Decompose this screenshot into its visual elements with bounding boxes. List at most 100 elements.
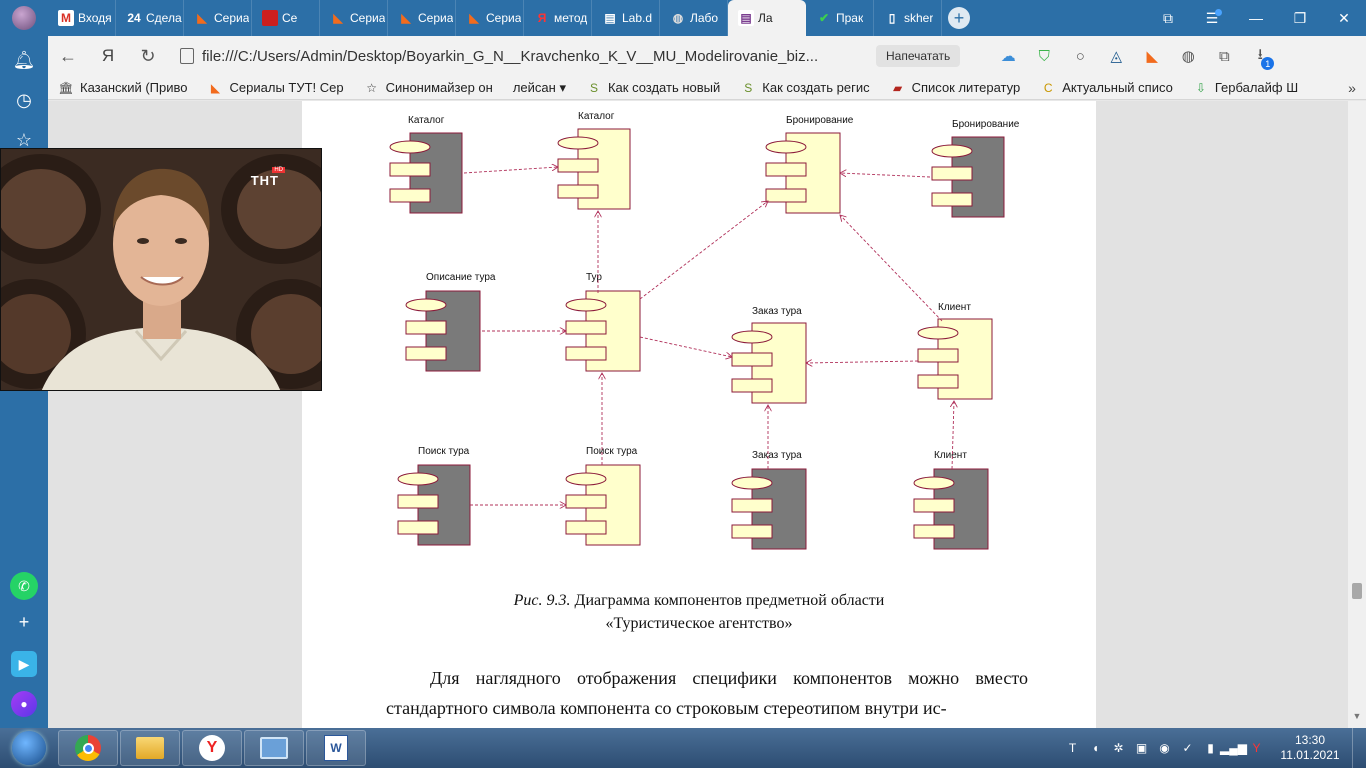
picture-in-picture-video[interactable]: ТНТ HD bbox=[0, 148, 322, 391]
component-node: Клиент bbox=[917, 302, 993, 400]
bookmark-item[interactable]: 🏛Казанский (Приво bbox=[48, 80, 198, 96]
bookmark-item[interactable]: лейсан ▾ bbox=[503, 80, 576, 96]
profile-button[interactable] bbox=[0, 0, 48, 36]
component-port bbox=[557, 184, 599, 199]
component-stereotype-ellipse bbox=[565, 472, 607, 486]
print-button[interactable]: Напечатать bbox=[876, 45, 961, 67]
notifications-button[interactable]: 🔔︎ bbox=[0, 40, 48, 80]
close-button[interactable]: ✕ bbox=[1322, 0, 1366, 36]
tray-volume[interactable]: ◖ bbox=[1084, 741, 1107, 755]
browser-tab[interactable]: ◣Сериа bbox=[456, 0, 524, 36]
tray-teams[interactable]: T bbox=[1061, 741, 1084, 755]
component-port bbox=[931, 166, 973, 181]
taskbar-yandex[interactable]: Y bbox=[182, 730, 242, 766]
tab-manager-button[interactable]: ⧉ bbox=[1146, 0, 1190, 36]
extension-vpn[interactable]: ◬ bbox=[1098, 38, 1134, 74]
component-node: Поиск тура bbox=[565, 446, 641, 546]
favorites-button[interactable]: ☆ bbox=[0, 120, 48, 160]
browser-tab[interactable]: ◍Лабо bbox=[660, 0, 728, 36]
alice-button[interactable]: ● bbox=[0, 684, 48, 724]
reload-button[interactable]: ↻ bbox=[128, 36, 168, 76]
component-node: Заказ тура bbox=[731, 450, 807, 550]
extension-btt[interactable]: ☁ bbox=[990, 38, 1026, 74]
taskbar-control-panel[interactable] bbox=[244, 730, 304, 766]
taskbar-word[interactable]: W bbox=[306, 730, 366, 766]
browser-tab[interactable]: ▤Lab.d bbox=[592, 0, 660, 36]
component-port bbox=[917, 348, 959, 363]
component-port bbox=[565, 320, 607, 335]
new-tab-button[interactable]: + bbox=[942, 0, 976, 36]
tray-network[interactable]: ▂▄▆ bbox=[1220, 741, 1247, 755]
yandex-home-button[interactable]: Я bbox=[88, 36, 128, 76]
scroll-thumb[interactable] bbox=[1352, 583, 1362, 599]
browser-tab[interactable]: ◣Сериа bbox=[184, 0, 252, 36]
back-button[interactable]: ← bbox=[48, 36, 88, 76]
minimize-icon: — bbox=[1249, 10, 1263, 26]
red-book-icon bbox=[262, 10, 278, 26]
messenger-button[interactable]: ▶ bbox=[0, 644, 48, 684]
url-field[interactable]: file:///C:/Users/Admin/Desktop/Boyarkin_… bbox=[172, 41, 872, 71]
tray-app-2[interactable]: ▣ bbox=[1130, 741, 1153, 755]
tray-device[interactable]: ▮ bbox=[1199, 741, 1222, 755]
component-label: Поиск тура bbox=[418, 446, 470, 457]
tray-app-3[interactable]: ◉ bbox=[1153, 741, 1176, 755]
chevron-right-icon: » bbox=[1348, 79, 1356, 96]
document-icon: ▤ bbox=[602, 10, 618, 26]
taskbar-explorer[interactable] bbox=[120, 730, 180, 766]
system-clock[interactable]: 13:30 11.01.2021 bbox=[1268, 733, 1352, 763]
cloud-icon: ☁ bbox=[1000, 48, 1016, 65]
tray-yandex[interactable]: Y bbox=[1245, 741, 1268, 755]
whatsapp-button[interactable]: ✆ bbox=[0, 566, 48, 606]
bookmarks-overflow-button[interactable]: » bbox=[1338, 80, 1366, 96]
start-button[interactable] bbox=[0, 728, 58, 768]
restore-button[interactable]: ❐ bbox=[1278, 0, 1322, 36]
url-text: file:///C:/Users/Admin/Desktop/Boyarkin_… bbox=[202, 47, 819, 65]
bookmark-item[interactable]: ⇩Гербалайф Ш bbox=[1183, 80, 1308, 96]
extension-fox[interactable]: ◣ bbox=[1134, 38, 1170, 74]
extension-puzzle[interactable]: ⧉ bbox=[1206, 38, 1242, 74]
component-node: Бронирование bbox=[931, 119, 1020, 218]
tray-app-1[interactable]: ✲ bbox=[1107, 741, 1130, 755]
speaker-icon: ◖ bbox=[1091, 741, 1100, 755]
taskbar-chrome[interactable] bbox=[58, 730, 118, 766]
browser-tab[interactable]: ◣Сериа bbox=[320, 0, 388, 36]
tab-label: Лабо bbox=[690, 11, 719, 25]
scroll-down-arrow[interactable]: ▼ bbox=[1352, 711, 1362, 721]
browser-tab[interactable]: ✔Прак bbox=[806, 0, 874, 36]
browser-tab[interactable]: ▯skher bbox=[874, 0, 942, 36]
add-panel-button[interactable]: + bbox=[0, 602, 48, 642]
document-icon: ▯ bbox=[884, 10, 900, 26]
bookmark-item[interactable]: ◣Сериалы ТУТ! Сер bbox=[198, 80, 354, 96]
dependency-arrow bbox=[840, 173, 931, 178]
minimize-button[interactable]: — bbox=[1234, 0, 1278, 36]
browser-tab[interactable]: ▤Ла bbox=[728, 0, 806, 36]
vertical-scrollbar[interactable]: ▼ bbox=[1348, 101, 1366, 728]
extension-search[interactable]: ○ bbox=[1062, 38, 1098, 74]
browser-tab[interactable]: Се bbox=[252, 0, 320, 36]
downloads-button[interactable]: ⭳1 bbox=[1242, 38, 1278, 74]
show-desktop-button[interactable] bbox=[1352, 728, 1366, 768]
browser-tab[interactable]: ◣Сериа bbox=[388, 0, 456, 36]
extension-shield[interactable]: ⛉ bbox=[1026, 38, 1062, 74]
tray-app-4[interactable]: ✓ bbox=[1176, 741, 1199, 755]
history-button[interactable]: ◷ bbox=[0, 80, 48, 120]
window-controls: ⧉ ☰ — ❐ ✕ bbox=[1146, 0, 1366, 36]
close-icon: ✕ bbox=[1338, 9, 1350, 26]
component-port bbox=[731, 352, 773, 367]
component-label: Бронирование bbox=[786, 115, 854, 126]
restore-icon: ❐ bbox=[1293, 9, 1307, 26]
tab-label: Сериа bbox=[418, 11, 454, 25]
extension-globe[interactable]: ◍ bbox=[1170, 38, 1206, 74]
body-paragraph: Для наглядного отображения специфики ком… bbox=[386, 668, 1028, 718]
bookmark-label: Гербалайф Ш bbox=[1214, 80, 1299, 95]
menu-button[interactable]: ☰ bbox=[1190, 0, 1234, 36]
bookmark-item[interactable]: ☆Синонимайзер он bbox=[354, 80, 503, 96]
bookmark-item[interactable]: ▰Список литератур bbox=[880, 80, 1031, 96]
